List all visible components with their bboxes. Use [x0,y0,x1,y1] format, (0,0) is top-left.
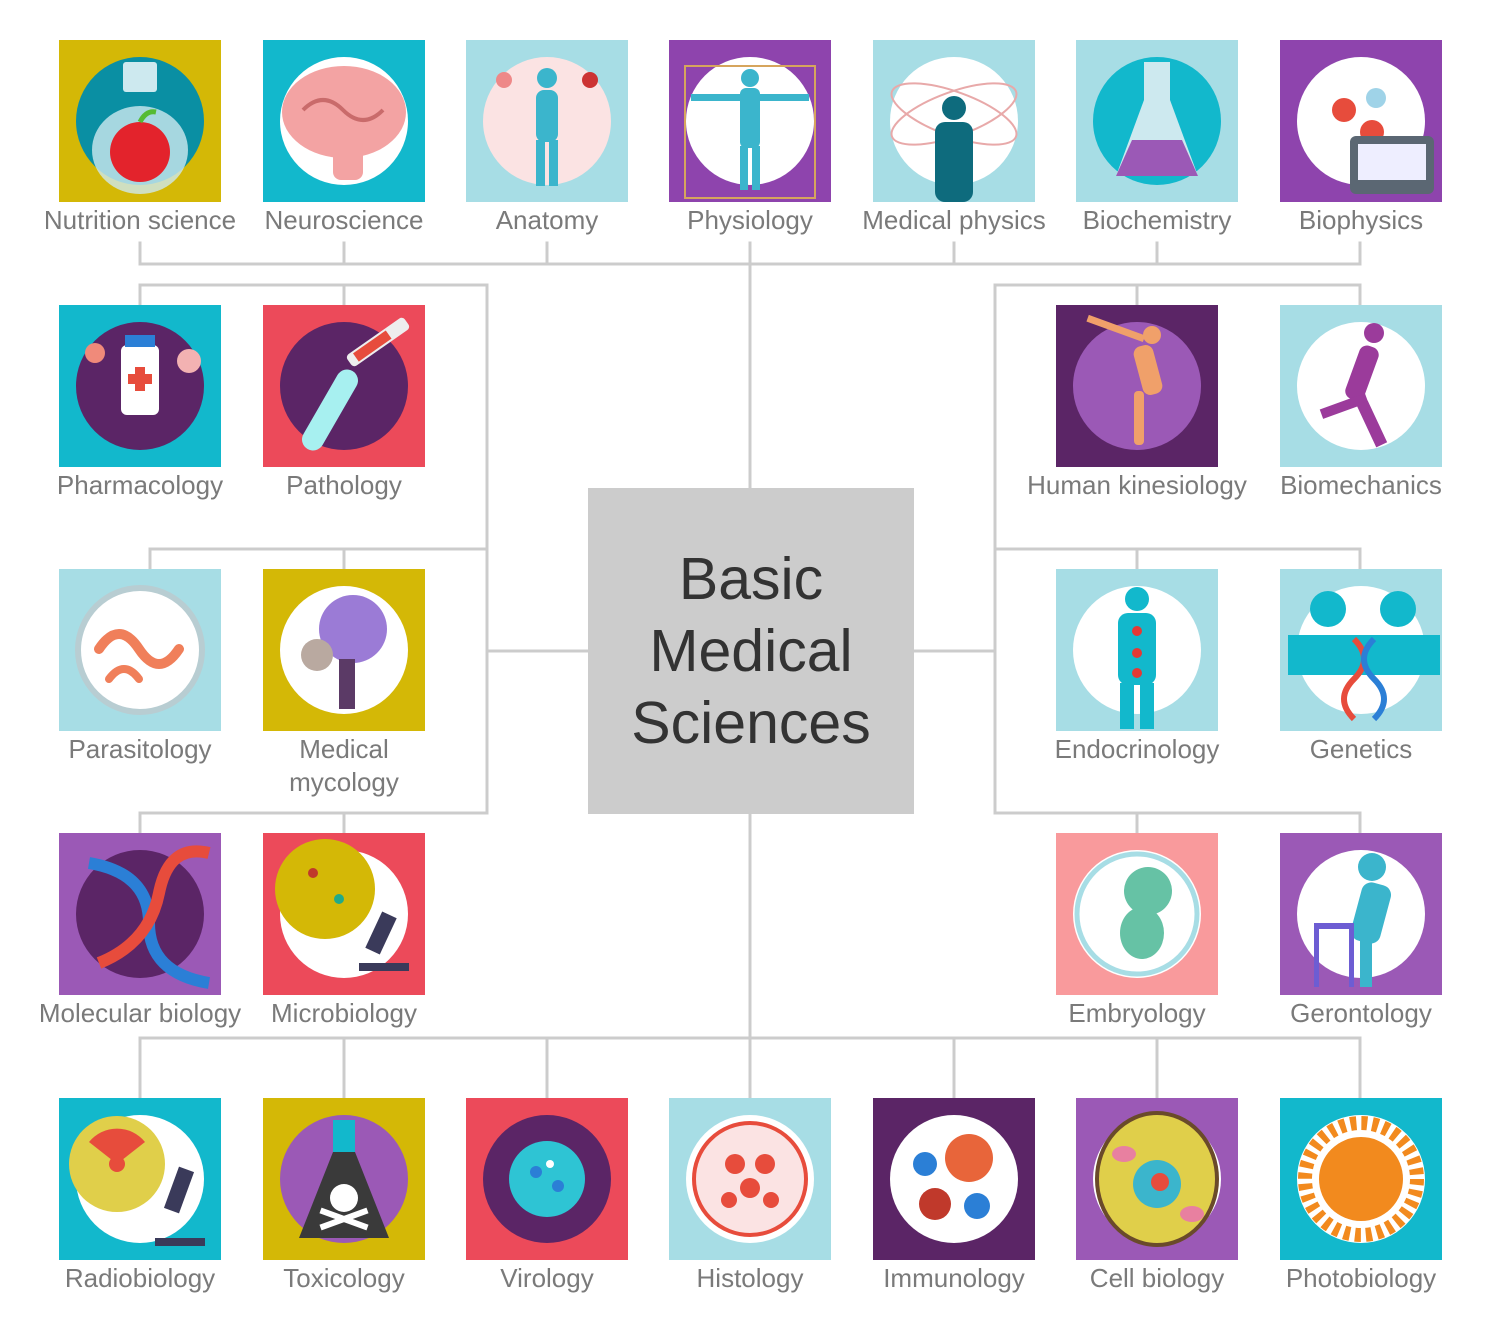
topic-label: Cell biology [1089,1263,1225,1293]
human-body-organs-icon [483,57,611,186]
topic-label: Biophysics [1298,205,1424,235]
topic-tile[interactable] [1280,569,1442,731]
topic-label: Molecular biology [38,998,242,1028]
embryo-icon [1073,850,1201,978]
topic-tile[interactable] [1076,1098,1238,1260]
topic-tile[interactable] [263,305,425,467]
syringe-test-tube-icon [280,317,410,451]
running-man-icon [1297,322,1425,450]
topic-label: Nutrition science [43,205,237,235]
topic-label: Genetics [1309,734,1413,764]
topic-label: Histology [696,1263,804,1293]
dna-strand-icon [76,845,211,989]
topic-tile[interactable] [59,1098,221,1260]
chemistry-flask-icon [1093,57,1221,185]
wooden-mannequin-icon [1073,314,1201,450]
topic-tile[interactable] [59,305,221,467]
dna-people-icon [1288,586,1440,722]
topic-label: Virology [500,1263,594,1293]
apple-in-flask-icon [76,57,204,194]
center-topic-title: Basic Medical Sciences [631,546,871,756]
topic-label: Gerontology [1290,998,1432,1028]
worms-icon [75,585,205,715]
sun-icon [1297,1115,1425,1243]
topic-tile[interactable] [1280,1098,1442,1260]
animal-cell-icon [1093,1111,1221,1247]
topic-tile[interactable] [263,40,425,202]
topic-tile[interactable] [669,40,831,202]
topic-label: Embryology [1068,998,1206,1028]
topic-label: Immunology [883,1263,1025,1293]
topic-tile[interactable] [263,569,425,731]
topic-label: Neuroscience [264,205,424,235]
topic-label: Pathology [286,470,402,500]
topic-tile[interactable] [1056,305,1218,467]
topic-tile[interactable] [466,40,628,202]
topic-tile[interactable] [59,833,221,995]
tissue-cells-icon [686,1115,814,1243]
topic-label: Biochemistry [1082,205,1232,235]
topic-label: Medical mycology [289,734,399,797]
topic-tile[interactable] [1056,833,1218,995]
topic-label: Pharmacology [56,470,224,500]
topic-tile[interactable] [1280,40,1442,202]
topic-tile[interactable] [1280,833,1442,995]
topic-tile[interactable] [669,1098,831,1260]
topic-label: Photobiology [1285,1263,1437,1293]
topic-tile[interactable] [873,1098,1035,1260]
topic-label: Human kinesiology [1027,470,1247,500]
microscope-bacteria-icon [275,839,409,978]
skull-flask-icon [280,1115,408,1243]
topic-tile[interactable] [59,569,221,731]
topic-tile[interactable] [873,40,1035,202]
topic-label: Physiology [687,205,813,235]
topic-label: Biomechanics [1280,470,1442,500]
atom-person-icon [890,57,1018,202]
vitruvian-man-icon [684,57,816,199]
radiation-microscope-icon [69,1115,205,1246]
topic-tile[interactable] [466,1098,628,1260]
topic-tile[interactable] [1076,40,1238,202]
topic-label: Toxicology [283,1263,405,1293]
topic-label: Medical physics [862,205,1046,235]
topic-label: Parasitology [68,734,212,764]
topic-label: Microbiology [271,998,417,1028]
fungus-icon [280,586,408,714]
brain-icon [280,57,408,185]
virus-icon [483,1115,611,1243]
topic-label: Radiobiology [64,1263,216,1293]
topic-label: Anatomy [495,205,599,235]
topic-tile[interactable] [59,40,221,202]
topic-tile[interactable] [1056,569,1218,731]
center-topic-box[interactable]: Basic Medical Sciences [588,488,914,814]
pills-bottle-icon [76,322,204,450]
elderly-walker-icon [1297,850,1425,987]
germs-icon [890,1115,1018,1243]
topic-tile[interactable] [263,833,425,995]
topic-label: Endocrinology [1054,734,1220,764]
body-glands-icon [1073,586,1201,729]
topic-tile[interactable] [1280,305,1442,467]
blood-cells-monitor-icon [1297,57,1434,194]
topic-tile[interactable] [263,1098,425,1260]
